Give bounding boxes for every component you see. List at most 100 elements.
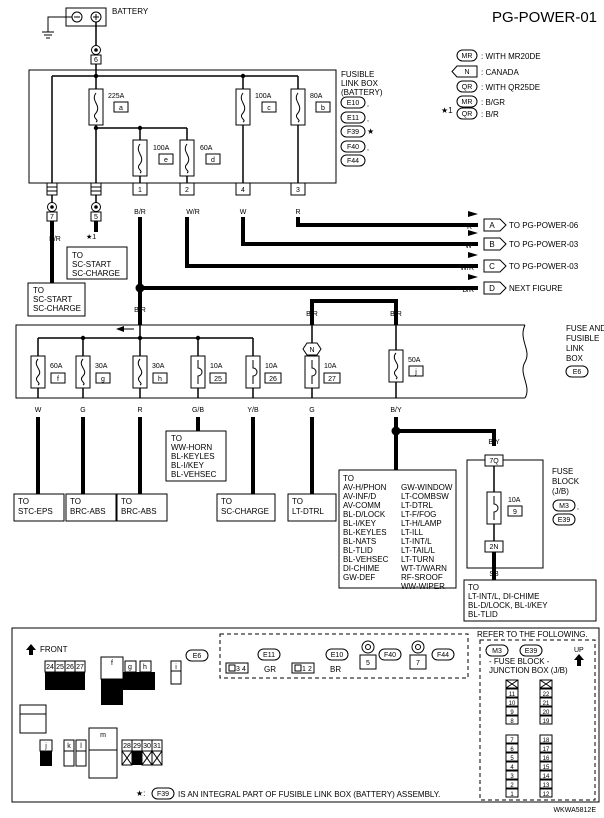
svg-text:UP: UP: [574, 647, 584, 654]
svg-text:E6: E6: [573, 369, 582, 376]
svg-text:BR: BR: [330, 665, 341, 674]
svg-text:,: ,: [367, 101, 369, 108]
jb-terminal-unused: [505, 679, 519, 689]
jb-terminal: [505, 779, 519, 789]
svg-text:60A: 60A: [200, 145, 213, 152]
connector-6: 6: [90, 45, 102, 65]
jb-terminal: [505, 743, 519, 753]
jb-terminal: [539, 770, 553, 780]
lower-bus: [37, 325, 397, 398]
jb-terminal: [505, 761, 519, 771]
jb-terminal-number: 16: [543, 756, 550, 762]
connector-5: 5: [90, 202, 102, 222]
svg-text:10A: 10A: [210, 363, 223, 370]
upper-terminals: 1 2 4 3: [46, 182, 306, 196]
svg-text:B/Y: B/Y: [488, 439, 500, 446]
svg-text:h: h: [143, 664, 147, 671]
connector-views-dashed: [219, 633, 469, 679]
fusible-link-box-title: FUSIBLE LINK BOX (BATTERY): [341, 70, 383, 97]
svg-text:F40: F40: [384, 652, 396, 659]
jb-terminal-number: 7: [510, 738, 514, 744]
svg-text:E6: E6: [193, 653, 202, 660]
conn-f44: 7 F44: [409, 640, 455, 670]
svg-text:TO PG-POWER-03: TO PG-POWER-03: [509, 262, 579, 271]
svg-text:25: 25: [214, 376, 222, 383]
jb-terminal: [539, 779, 553, 789]
jb-terminal: [505, 688, 519, 698]
battery-label: BATTERY: [112, 7, 149, 16]
jb-terminal: [539, 697, 553, 707]
power-wires: [50, 217, 478, 325]
svg-text:Y/B: Y/B: [247, 407, 259, 414]
svg-text:F40: F40: [347, 144, 359, 151]
jb-terminal-number: 6: [510, 747, 514, 753]
svg-text:G: G: [80, 407, 85, 414]
svg-text:R: R: [137, 407, 142, 414]
svg-text:B/Y: B/Y: [390, 407, 402, 414]
dest-bottom-right: TO LT-INT/L, DI-CHIME BL-D/LOCK, BL-I/KE…: [463, 579, 597, 622]
svg-text:M3: M3: [492, 648, 502, 655]
svg-text:GW-WINDOW LT-COMBSW: GW-WINDOW LT-COMBSW LT-DTRL LT-F/FOG LT-…: [401, 483, 455, 591]
svg-text:G/B: G/B: [192, 407, 204, 414]
svg-text:3: 3: [236, 666, 240, 673]
svg-text:B: B: [489, 240, 494, 249]
svg-text:B/R: B/R: [134, 209, 146, 216]
svg-text:g: g: [128, 664, 132, 671]
svg-text:50A: 50A: [408, 357, 421, 364]
svg-text:B/R: B/R: [134, 307, 146, 314]
svg-text:E39: E39: [558, 517, 571, 524]
jb-terminal: [505, 788, 519, 798]
svg-text:,: ,: [367, 145, 369, 152]
to-sc-start-box-1: [66, 246, 128, 280]
svg-text:l: l: [80, 743, 82, 750]
svg-text:5: 5: [366, 660, 370, 667]
svg-text:FRONT: FRONT: [40, 645, 68, 654]
arrow-ref-d: B/R D NEXT FIGURE: [462, 274, 563, 295]
jb-terminal-number: 3: [510, 774, 514, 780]
svg-text:W/R: W/R: [186, 209, 200, 216]
canada-marker: [302, 342, 322, 356]
svg-text:7Q: 7Q: [489, 458, 499, 465]
svg-text:TO PG-POWER-06: TO PG-POWER-06: [509, 221, 579, 230]
jb-terminal-number: 20: [543, 710, 550, 716]
svg-text:F39: F39: [157, 791, 169, 798]
svg-text:TO PG-POWER-03: TO PG-POWER-03: [509, 240, 579, 249]
fuse-block-jb: [466, 459, 544, 569]
jb-terminal: [539, 752, 553, 762]
fusible-link-connectors: E10, E11, F39★ F40, F44: [340, 96, 374, 167]
svg-text:TO WW-HORN BL-KEYL: TO WW-HORN BL-KEYLES BL-I/KEY BL-VEHSEC: [171, 434, 217, 479]
fuse-link-box-e6: [15, 324, 525, 399]
svg-text:GR: GR: [264, 665, 276, 674]
svg-text:: WITH MR20DE: : WITH MR20DE: [481, 52, 541, 61]
svg-text:100A: 100A: [255, 93, 272, 100]
up-arrow-icon: [574, 654, 584, 666]
svg-text:7: 7: [416, 660, 420, 667]
jb-terminal: [505, 697, 519, 707]
dest-horn: TO WW-HORN BL-KEYLES BL-I/KEY BL-VEHSEC: [165, 430, 227, 482]
svg-text:25: 25: [56, 664, 64, 671]
svg-text:TO SC-START SC-CHARGE: TO SC-START SC-CHARGE: [33, 286, 81, 313]
svg-text:4: 4: [242, 666, 246, 673]
svg-text:QR: QR: [462, 84, 473, 91]
jb-terminal-number: 9: [510, 710, 514, 716]
svg-text:29: 29: [133, 743, 141, 750]
svg-text:80A: 80A: [310, 93, 323, 100]
fuse-25: 10A 25: [190, 355, 227, 389]
jb-terminal-number: 4: [510, 765, 514, 771]
svg-text:N: N: [464, 69, 469, 76]
jb-terminal-unused: [539, 679, 553, 689]
svg-text:26: 26: [269, 376, 277, 383]
svg-text:E11: E11: [263, 652, 275, 659]
svg-text:10A: 10A: [508, 497, 521, 504]
svg-text:5: 5: [94, 214, 98, 221]
svg-text:N: N: [309, 347, 314, 354]
option-legend: MR: WITH MR20DE N: CANADA QR: WITH QR25D…: [441, 49, 541, 120]
